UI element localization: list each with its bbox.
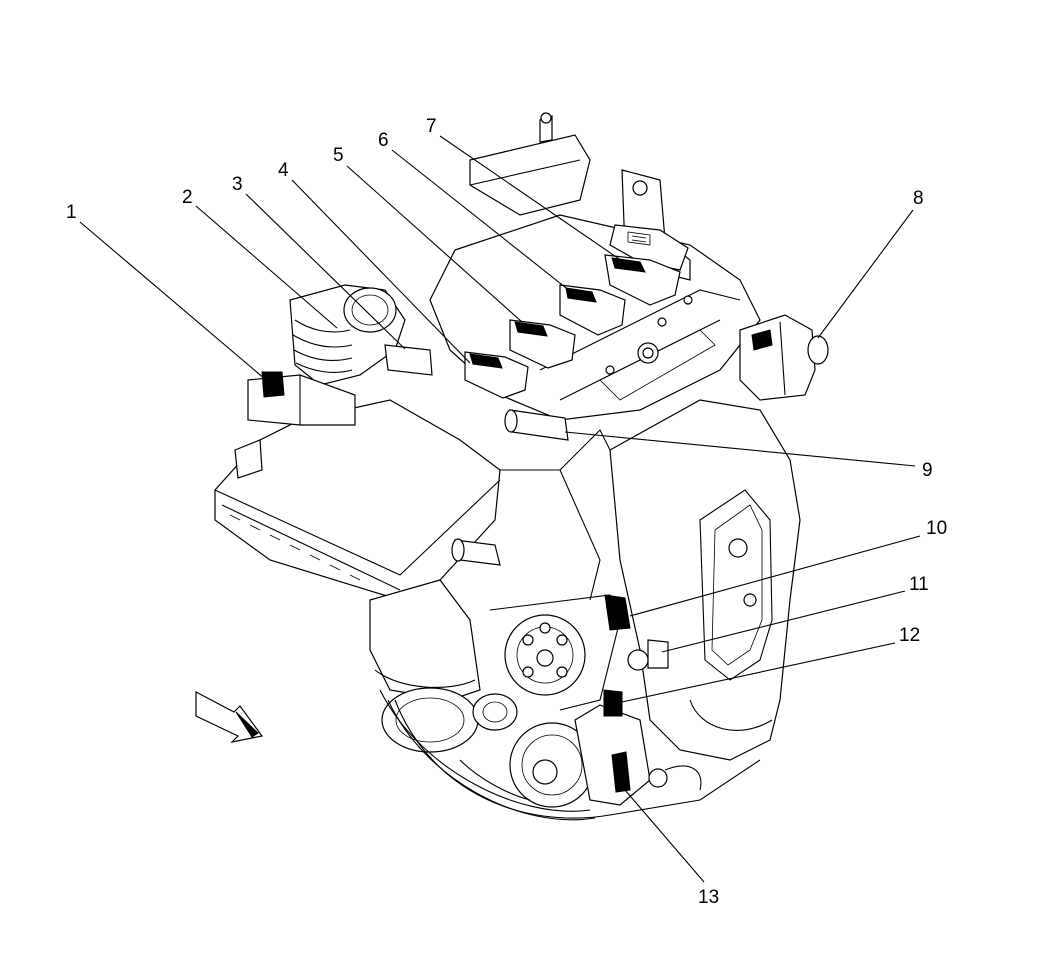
egr-valve	[739, 314, 829, 401]
callout-5: 5	[333, 145, 344, 166]
callout-1: 1	[66, 202, 77, 223]
left-top-components	[384, 344, 501, 566]
callout-9: 9	[922, 460, 933, 481]
intake-air-tube	[289, 284, 406, 386]
callout-8: 8	[913, 188, 924, 209]
callout-7: 7	[426, 116, 437, 137]
leader-lines	[79, 135, 921, 883]
front-direction-arrow-icon	[195, 691, 264, 743]
front-sensors	[603, 594, 669, 717]
callout-10: 10	[926, 518, 947, 539]
camshaft-sensor	[504, 409, 569, 441]
ignition-coils	[464, 254, 681, 399]
intake-snorkel	[469, 112, 591, 216]
callout-13: 13	[698, 887, 719, 908]
callout-3: 3	[232, 174, 243, 195]
accessory-drive	[381, 594, 702, 808]
intake-duct-lower	[369, 579, 481, 701]
callout-labels: 1 2 3 4 5 6 7 8 9 10 11 12 13	[66, 116, 947, 908]
callout-11: 11	[909, 574, 929, 595]
callout-6: 6	[378, 130, 389, 151]
callout-12: 12	[899, 625, 920, 646]
callout-2: 2	[182, 187, 193, 208]
lift-bracket	[609, 169, 691, 281]
air-cleaner-box	[214, 371, 501, 601]
callout-4: 4	[278, 160, 289, 181]
exhaust-heat-shield	[609, 399, 801, 761]
engine-block-outline	[394, 429, 761, 819]
drive-belt	[379, 689, 596, 821]
engine-illustration	[214, 112, 829, 821]
